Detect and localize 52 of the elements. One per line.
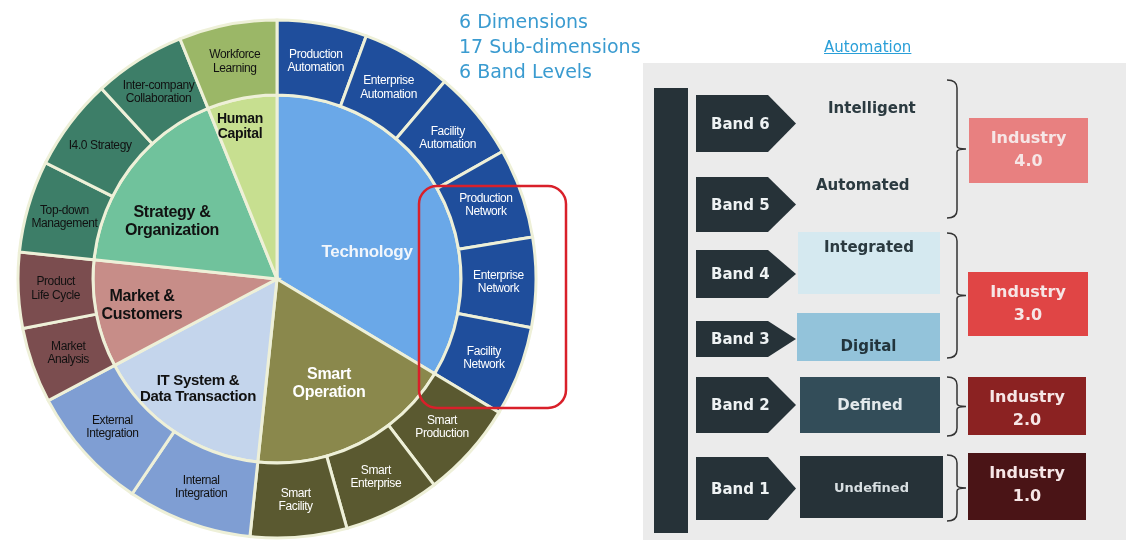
dimension-label: Market & Customers: [100, 287, 184, 323]
sub-dimension-label: Market Analysis: [46, 339, 90, 367]
heading-text: 6 Dimensions: [459, 10, 589, 32]
band-label: Band 3: [711, 330, 770, 348]
vertical-bar: [654, 88, 688, 533]
sub-dimension-label: Smart Production: [414, 413, 470, 440]
sub-dimension-label: Facility Automation: [418, 124, 478, 152]
level-label: Digital: [840, 337, 897, 355]
sub-dimension-label: Enterprise Automation: [359, 74, 418, 101]
sub-dimension-label: Internal Integration: [174, 473, 229, 501]
dimension-label: Strategy & Organization: [123, 203, 221, 239]
industry-label: Industry 2.0: [988, 386, 1066, 432]
dimension-label: Human Capital: [216, 110, 264, 142]
sub-dimension-label: Enterprise Network: [472, 268, 525, 296]
sub-dimension-label: I4.0 Strategy: [68, 139, 132, 153]
industry-box: [969, 118, 1088, 183]
link-text: Automation: [824, 38, 912, 56]
heading-text: 6 Band Levels: [459, 60, 592, 82]
industry-box: [968, 272, 1088, 336]
industry-label: Industry 4.0: [989, 127, 1068, 173]
sub-dimension-label: Product Life Cycle: [30, 275, 82, 302]
level-label: Integrated: [824, 238, 914, 256]
level-box: [797, 313, 940, 361]
industry-label: Industry 3.0: [989, 281, 1067, 327]
sub-dimension-label: Smart Facility: [277, 486, 314, 513]
sub-dimension-label: Inter-company Collaboration: [121, 78, 196, 105]
sub-dimension-label: External Integration: [85, 414, 140, 441]
level-label: Defined: [837, 396, 903, 414]
sub-dimension-label: Smart Enterprise: [349, 464, 403, 491]
level-label: Undefined: [834, 479, 909, 495]
band-label: Band 1: [711, 479, 770, 498]
sub-dimension-label: Production Automation: [286, 47, 346, 75]
band-label: Band 4: [711, 265, 770, 283]
level-box: [800, 456, 943, 518]
dimension-label: Technology: [321, 242, 413, 262]
band-label: Band 6: [711, 114, 770, 133]
heading-text: 17 Sub-dimensions: [459, 35, 641, 57]
industry-box: [968, 453, 1086, 520]
industry-label: Industry 1.0: [988, 462, 1066, 508]
industry-box: [968, 377, 1086, 435]
sub-dimension-label: Top-down Management: [30, 203, 99, 230]
level-label: Intelligent: [828, 99, 916, 117]
band-label: Band 2: [711, 396, 770, 414]
dimension-label: Smart Operation: [291, 365, 367, 401]
band-label: Band 5: [711, 195, 770, 214]
sub-dimension-label: Facility Network: [462, 344, 506, 372]
level-box: [800, 377, 940, 433]
sub-dimension-label: Workforce Learning: [208, 48, 262, 75]
sub-dimension-segment: [248, 454, 349, 540]
level-label: Automated: [816, 176, 910, 194]
sub-dimension-label: Production Network: [458, 192, 514, 219]
dimension-label: IT System & Data Transaction: [138, 371, 258, 405]
